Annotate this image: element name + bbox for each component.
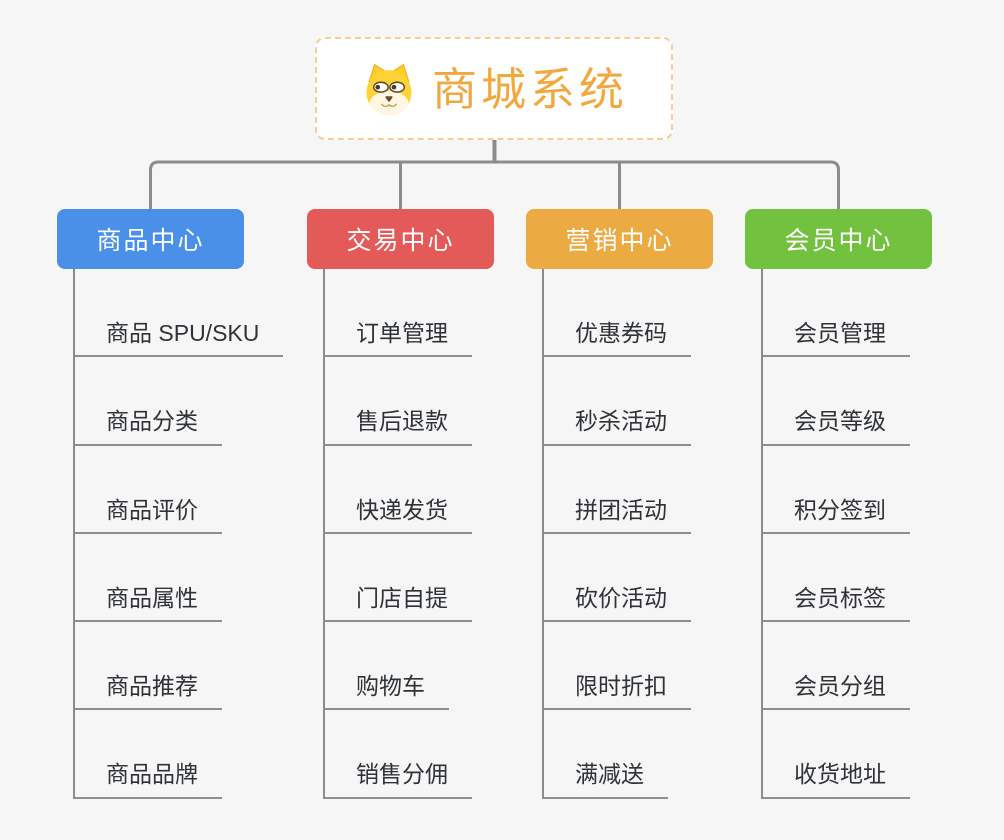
leaf-node: 会员管理 <box>761 269 932 358</box>
leaf-label[interactable]: 商品品牌 <box>73 762 222 799</box>
leaf-label[interactable]: 满减送 <box>542 762 668 799</box>
leaf-label[interactable]: 限时折扣 <box>542 673 691 711</box>
leaf-label[interactable]: 快递发货 <box>323 497 472 534</box>
branch-member-center: 会员中心 会员管理 会员等级 积分签到 会员标签 会员分组 收货地址 <box>745 209 932 799</box>
leaf-node: 售后退款 <box>323 357 494 446</box>
leaf-node: 砍价活动 <box>542 534 713 623</box>
leaf-label[interactable]: 商品 SPU/SKU <box>73 320 284 358</box>
leaf-label[interactable]: 拼团活动 <box>542 497 691 534</box>
leaf-node: 快递发货 <box>323 446 494 534</box>
leaf-label[interactable]: 积分签到 <box>761 497 910 534</box>
leaf-list-trade: 订单管理 售后退款 快递发货 门店自提 购物车 销售分佣 <box>323 269 494 799</box>
branch-box-trade-center[interactable]: 交易中心 <box>307 209 494 269</box>
leaf-node: 门店自提 <box>323 534 494 623</box>
leaf-label[interactable]: 销售分佣 <box>323 762 472 799</box>
branch-trade-center: 交易中心 订单管理 售后退款 快递发货 门店自提 购物车 销售分佣 <box>307 209 494 799</box>
leaf-node: 积分签到 <box>761 446 932 534</box>
leaf-node: 商品推荐 <box>73 622 244 711</box>
leaf-node: 优惠券码 <box>542 269 713 358</box>
leaf-list-marketing: 优惠券码 秒杀活动 拼团活动 砍价活动 限时折扣 满减送 <box>542 269 713 799</box>
leaf-label[interactable]: 会员管理 <box>761 320 910 358</box>
leaf-node: 会员等级 <box>761 357 932 446</box>
leaf-label[interactable]: 会员分组 <box>761 673 910 711</box>
leaf-node: 限时折扣 <box>542 622 713 711</box>
leaf-node: 拼团活动 <box>542 446 713 534</box>
leaf-node: 销售分佣 <box>323 710 494 799</box>
leaf-label[interactable]: 秒杀活动 <box>542 409 691 446</box>
branch-marketing-center: 营销中心 优惠券码 秒杀活动 拼团活动 砍价活动 限时折扣 满减送 <box>526 209 713 799</box>
leaf-label[interactable]: 售后退款 <box>323 409 472 446</box>
leaf-label[interactable]: 优惠券码 <box>542 320 691 358</box>
leaf-node: 商品品牌 <box>73 710 244 799</box>
root-title: 商城系统 <box>431 64 628 115</box>
leaf-node: 商品属性 <box>73 534 244 623</box>
branch-box-product-center[interactable]: 商品中心 <box>57 209 244 269</box>
branch-product-center: 商品中心 商品 SPU/SKU 商品分类 商品评价 商品属性 商品推荐 商品品牌 <box>57 209 284 799</box>
branch-box-marketing-center[interactable]: 营销中心 <box>526 209 713 269</box>
leaf-node: 商品评价 <box>73 446 244 534</box>
shiba-dog-icon <box>366 63 412 115</box>
leaf-label[interactable]: 会员等级 <box>761 409 910 446</box>
branch-box-member-center[interactable]: 会员中心 <box>745 209 932 269</box>
leaf-node: 秒杀活动 <box>542 357 713 446</box>
leaf-label[interactable]: 商品分类 <box>73 409 222 446</box>
leaf-node: 商品 SPU/SKU <box>73 269 284 358</box>
leaf-label[interactable]: 商品属性 <box>73 585 222 623</box>
leaf-label[interactable]: 砍价活动 <box>542 585 691 623</box>
leaf-node: 收货地址 <box>761 710 932 799</box>
leaf-label[interactable]: 收货地址 <box>761 762 910 799</box>
leaf-label[interactable]: 门店自提 <box>323 585 472 623</box>
leaf-node: 订单管理 <box>323 269 494 358</box>
leaf-node: 商品分类 <box>73 357 244 446</box>
leaf-node: 会员标签 <box>761 534 932 623</box>
leaf-list-member: 会员管理 会员等级 积分签到 会员标签 会员分组 收货地址 <box>761 269 932 799</box>
leaf-label[interactable]: 商品推荐 <box>73 673 222 711</box>
leaf-label[interactable]: 订单管理 <box>323 320 472 358</box>
leaf-label[interactable]: 会员标签 <box>761 585 910 623</box>
leaf-node: 购物车 <box>323 622 494 711</box>
leaf-node: 满减送 <box>542 710 713 799</box>
leaf-label[interactable]: 商品评价 <box>73 497 222 534</box>
root-node-mall-system[interactable]: 商城系统 <box>315 37 673 140</box>
leaf-label[interactable]: 购物车 <box>323 673 449 711</box>
leaf-node: 会员分组 <box>761 622 932 711</box>
leaf-list-product: 商品 SPU/SKU 商品分类 商品评价 商品属性 商品推荐 商品品牌 <box>73 269 284 799</box>
